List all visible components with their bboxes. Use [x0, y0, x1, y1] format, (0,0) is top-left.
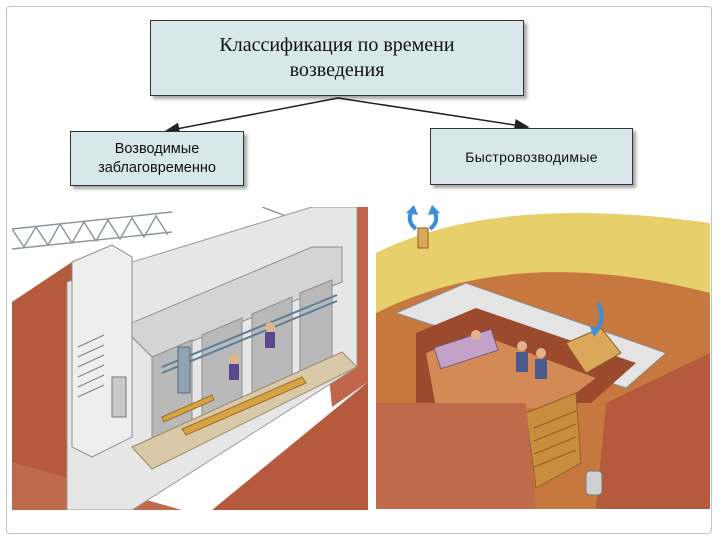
- cylinder: [585, 470, 603, 496]
- vent-unit: [177, 346, 191, 394]
- ground-right: [212, 382, 368, 510]
- seated-people: [516, 341, 547, 379]
- ground-left: [12, 262, 72, 510]
- lying-person-head: [471, 330, 481, 340]
- root-node: Классификация по времени возведения: [150, 20, 524, 96]
- benches: [161, 376, 307, 436]
- vent-pipe: [417, 227, 429, 249]
- bunk: [433, 328, 499, 370]
- blast-door: [111, 376, 127, 418]
- right-branch-node: Быстровозводимые: [430, 128, 633, 185]
- wooden-entrance: [565, 327, 622, 374]
- entrance-stairs: [77, 334, 105, 398]
- pipes: [161, 294, 338, 374]
- left-branch-node: Возводимые заблаговременно: [70, 131, 244, 186]
- front-soil: [376, 403, 536, 509]
- rapid-shelter-illustration: [376, 203, 710, 509]
- arrow-to-left-branch: [164, 97, 339, 135]
- left-branch-label: Возводимые заблаговременно: [98, 140, 216, 176]
- slide-frame: [6, 6, 712, 534]
- shaft-stairs: [533, 410, 577, 468]
- prefabricated-shelter-illustration: [12, 207, 368, 510]
- arrow-to-right-branch: [337, 97, 530, 131]
- root-node-label: Классификация по времени возведения: [219, 34, 455, 81]
- tunnel-ceiling: [121, 246, 343, 358]
- entrance-block: [71, 244, 133, 458]
- people: [229, 322, 275, 380]
- right-branch-label: Быстровозводимые: [465, 148, 598, 165]
- right-soil: [596, 353, 710, 509]
